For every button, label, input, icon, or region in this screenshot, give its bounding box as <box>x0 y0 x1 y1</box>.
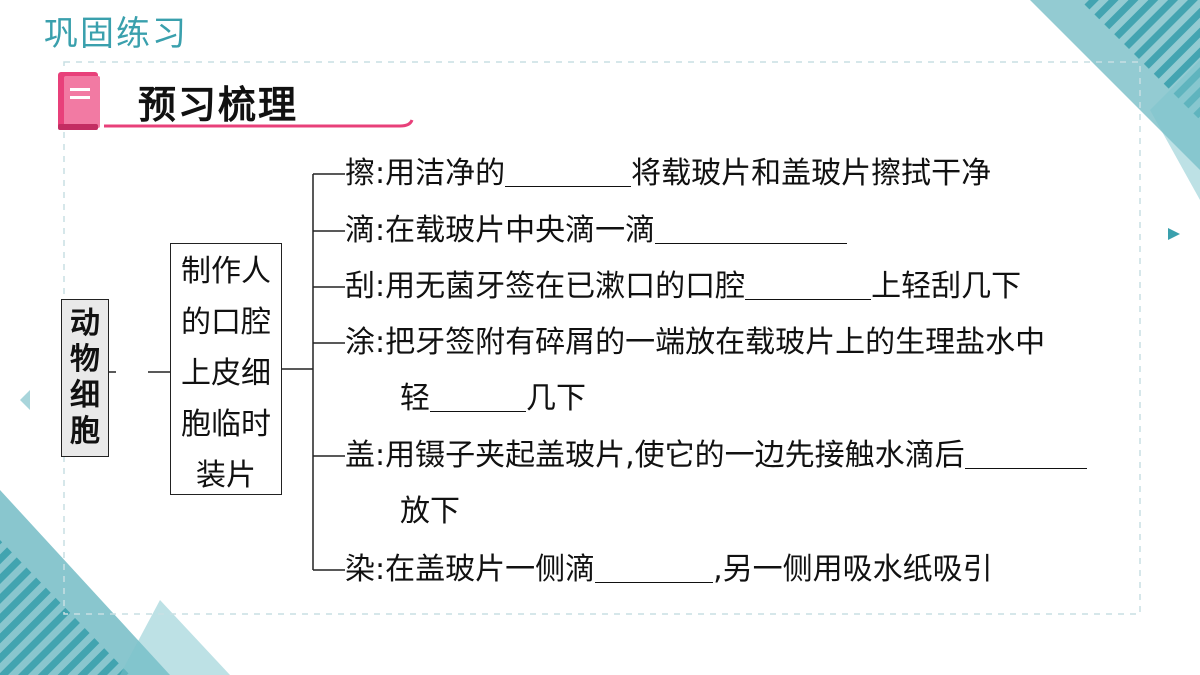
step-tu-continuation: 轻 几下 <box>400 371 586 427</box>
step-di-text: :在载玻片中央滴一滴 <box>375 213 656 248</box>
step-gua: 刮:用无菌牙签在已漱口的口腔 上轻刮几下 <box>345 259 1021 315</box>
step-gai-continuation: 放下 <box>400 484 460 540</box>
step-di-blank[interactable] <box>655 209 848 244</box>
step-ran-text: :在盖玻片一侧滴 <box>375 552 596 587</box>
step-ca-after: 将载玻片和盖玻片擦拭干净 <box>631 156 992 191</box>
section-header: 预习梳理 <box>56 70 414 134</box>
section-label: 预习梳理 <box>138 83 299 127</box>
slide-title: 巩固练习 <box>44 14 188 54</box>
section-underline <box>104 119 414 128</box>
step-gai-blank[interactable] <box>964 434 1087 469</box>
step-ran-blank[interactable] <box>595 548 714 583</box>
root-node-label: 动物细胞 <box>70 306 100 449</box>
step-tu-verb: 涂 <box>345 325 375 360</box>
step-gua-verb: 刮 <box>345 269 375 304</box>
step-di-verb: 滴 <box>345 213 375 248</box>
step-di: 滴:在载玻片中央滴一滴 <box>345 203 848 259</box>
step-ca-text: :用洁净的 <box>375 156 506 191</box>
branch-node-slide-prep: 制作人的口腔上皮细胞临时装片 <box>170 243 282 495</box>
step-gai-text: :用镊子夹起盖玻片,使它的一边先接触水滴后 <box>375 438 965 473</box>
branch-node-label: 制作人的口腔上皮细胞临时装片 <box>181 254 271 493</box>
step-tu-cont-after: 几下 <box>526 381 586 416</box>
step-tu-blank[interactable] <box>430 377 526 412</box>
step-gua-blank[interactable] <box>745 265 872 300</box>
root-node-animal-cell: 动物细胞 <box>61 299 109 457</box>
step-gai: 盖:用镊子夹起盖玻片,使它的一边先接触水滴后 <box>345 428 1087 484</box>
step-gai-verb: 盖 <box>345 438 375 473</box>
book-icon <box>58 72 100 130</box>
step-gai-cont: 放下 <box>400 494 460 529</box>
step-ca: 擦:用洁净的 将载玻片和盖玻片擦拭干净 <box>345 146 991 202</box>
step-tu: 涂:把牙签附有碎屑的一端放在载玻片上的生理盐水中 <box>345 315 1045 371</box>
step-tu-text: :把牙签附有碎屑的一端放在载玻片上的生理盐水中 <box>375 325 1046 360</box>
step-ran-after: ,另一侧用吸水纸吸引 <box>713 552 993 587</box>
step-ran-verb: 染 <box>345 552 375 587</box>
step-ca-blank[interactable] <box>505 152 632 187</box>
step-ca-verb: 擦 <box>345 156 375 191</box>
step-ran: 染:在盖玻片一侧滴 ,另一侧用吸水纸吸引 <box>345 542 993 598</box>
step-gua-text: :用无菌牙签在已漱口的口腔 <box>375 269 746 304</box>
step-gua-after: 上轻刮几下 <box>871 269 1022 304</box>
step-tu-cont-before: 轻 <box>400 381 430 416</box>
